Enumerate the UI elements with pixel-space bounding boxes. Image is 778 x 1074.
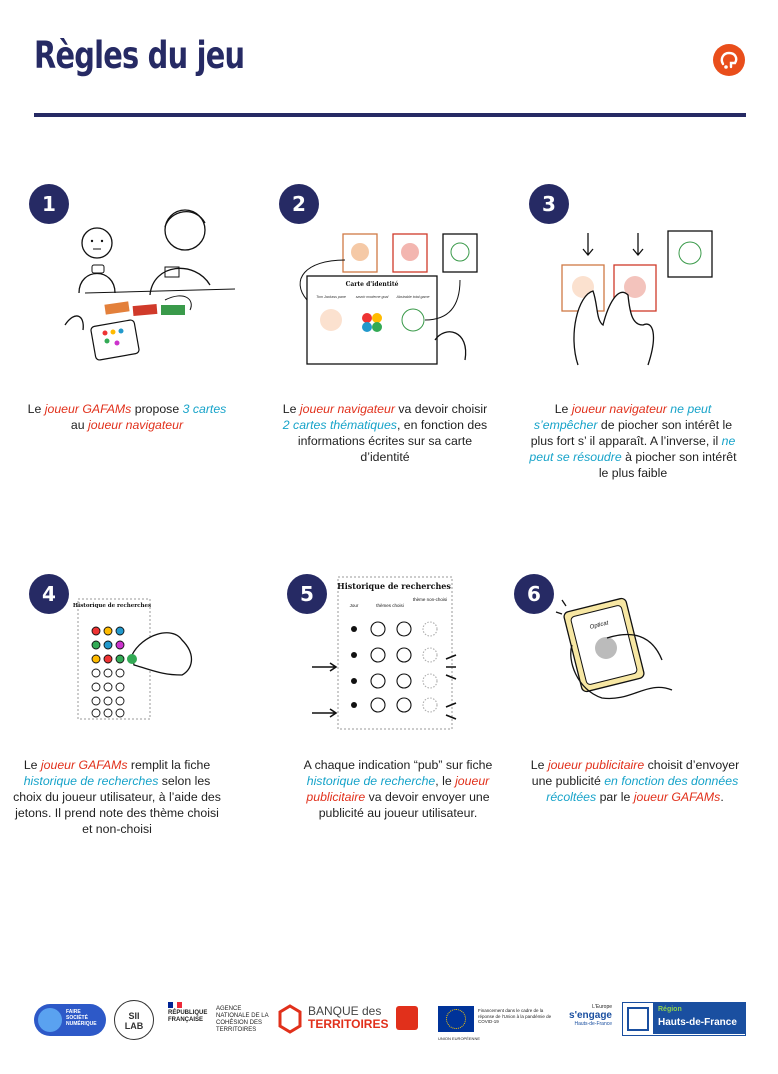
step-3-badge: 3 [529,184,569,224]
step-2-description: Le joueur navigateur va devoir choisir 2… [282,402,488,464]
step-2-col2-label: savoir moderne goal [356,295,389,299]
step-6-description: Le joueur publicitaire choisit d’envoyer… [530,758,740,804]
title-divider [34,113,746,117]
step-6-illustration: Opticat [555,597,673,700]
step-3-description: Le joueur navigateur ne peut s’empêcher … [529,402,737,480]
step-4-badge: 4 [29,574,69,614]
sii-lab-logo: SII LAB [114,1000,154,1040]
step-1-badge: 1 [29,184,69,224]
anct-logo: AGENCE NATIONALE DE LA COHÉSION DES TERR… [216,1006,269,1033]
step-4-description: Le joueur GAFAMs remplit la fiche histor… [13,758,221,836]
step-5-illustration: Historique de recherches Jour thèmes cho… [312,576,457,730]
step-2-card-title: Carte d'identité [346,281,399,288]
step-2-illustration: Carte d'identité Tom Jackass pane savoir… [299,233,478,365]
pop-logo: FAIRE SOCIÉTÉ NUMÉRIQUE [34,1004,106,1036]
step-5-col-not: thème non-choisi [413,597,447,602]
eu-funding-text: Financement dans le cadre de la réponse … [478,1008,552,1024]
page-title: Règles du jeu [34,34,245,77]
step-2-badge: 2 [279,184,319,224]
brand-logo-icon [713,44,745,76]
step-6-card-brand: Opticat [589,620,609,631]
republique-francaise-logo: RÉPUBLIQUE FRANÇAISE [168,1002,208,1024]
step-5-sheet-title: Historique de recherches [337,581,451,591]
step-1-illustration [64,209,236,361]
step-5-col-day: Jour [350,603,359,608]
step-2-col3-label: Abstrable total game [396,295,430,299]
europe-sengage-logo: L'Europe s'engage Hauts-de-France [569,1004,612,1027]
step-4-sheet-title: Historique de recherches [73,603,151,609]
step-1-description: Le joueur GAFAMs propose 3 cartes au jou… [27,402,227,432]
step-5-badge: 5 [287,574,327,614]
step-5-col-chosen: thèmes choisi [376,603,404,608]
step-5-description: A chaque indication “pub” sur fiche hist… [303,758,493,820]
region-hdf-logo: Région Hauts-de-France [622,1002,746,1036]
banque-des-territoires-logo: BANQUE des TERRITOIRES [278,1002,418,1036]
step-2-col1-label: Tom Jackass pane [316,295,346,299]
partner-logos: FAIRE SOCIÉTÉ NUMÉRIQUE SII LAB RÉPUBLIQ… [30,1000,750,1050]
eu-label: UNION EUROPÉENNE [438,1036,481,1041]
eu-flag-logo [438,1006,474,1032]
step-4-illustration: Historique de recherches [73,598,193,720]
step-6-badge: 6 [514,574,554,614]
step-3-illustration [561,230,713,366]
